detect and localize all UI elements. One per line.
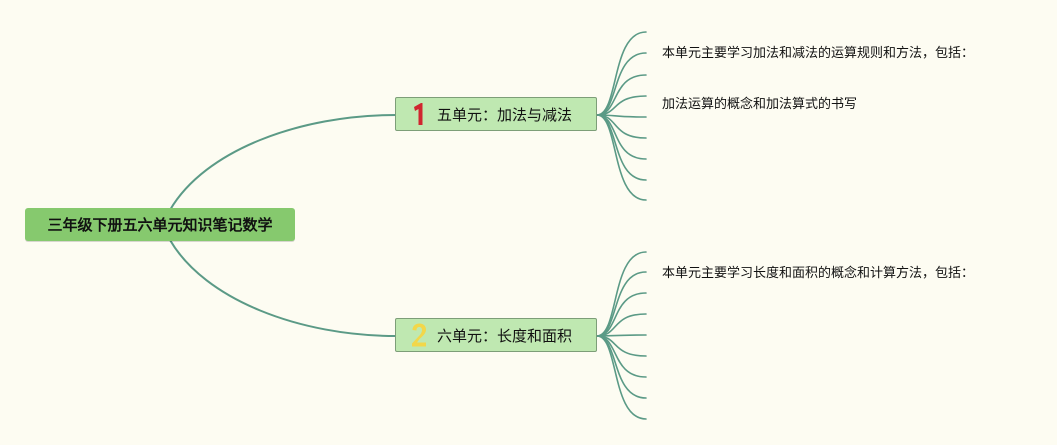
number-two-icon: [412, 323, 426, 347]
fan-connector: [596, 335, 647, 399]
branch-topic-label: 六单元：长度和面积: [437, 326, 573, 345]
branch-2-fan: [596, 251, 647, 420]
fan-connector: [596, 52, 647, 116]
fan-connector: [596, 335, 647, 420]
subtopic-text[interactable]: 加法运算的概念和加法算式的书写: [662, 97, 858, 112]
fan-connector: [596, 31, 647, 116]
branch-topic-unit-6[interactable]: 六单元：长度和面积: [395, 318, 597, 352]
root-topic-label: 三年级下册五六单元知识笔记数学: [47, 216, 273, 234]
branch-1-fan: [596, 31, 647, 201]
connector-root-branch-1: [169, 114, 397, 211]
fan-connector: [596, 74, 647, 116]
branch-topic-label: 五单元：加法与减法: [437, 105, 573, 124]
fan-connector: [596, 334, 647, 337]
branch-topic-unit-5[interactable]: 五单元：加法与减法: [395, 97, 597, 131]
fan-connector: [596, 114, 647, 201]
fan-connector: [596, 114, 647, 181]
number-one-icon: [414, 103, 423, 125]
fan-connector: [596, 335, 647, 378]
subtopic-text[interactable]: 本单元主要学习长度和面积的概念和计算方法，包括：: [662, 266, 975, 281]
connector-root-branch-2: [169, 239, 397, 337]
subtopic-text[interactable]: 本单元主要学习加法和减法的运算规则和方法，包括：: [662, 46, 975, 61]
fan-connector: [596, 271, 647, 337]
root-topic[interactable]: 三年级下册五六单元知识笔记数学: [25, 208, 295, 241]
